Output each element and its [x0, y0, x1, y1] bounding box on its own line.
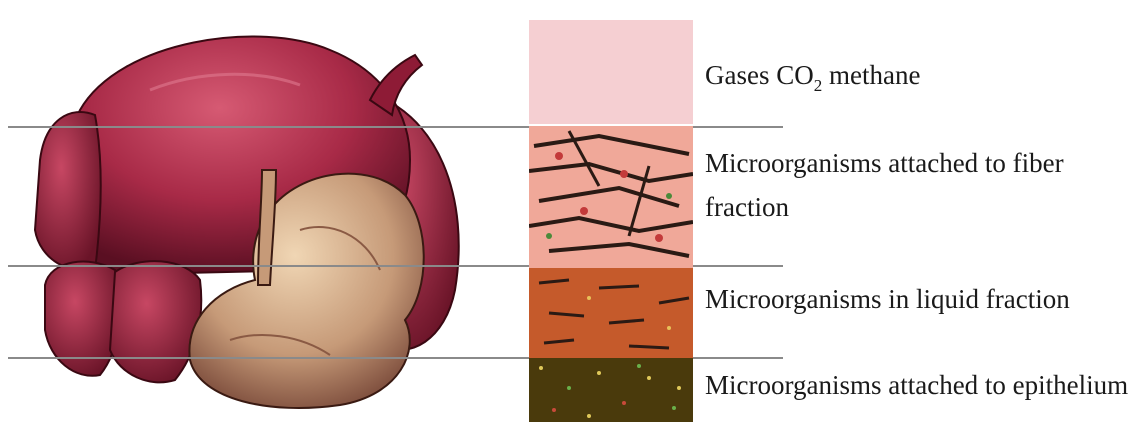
rumen-left-lobe	[35, 112, 101, 271]
layer-gas	[529, 20, 693, 124]
label-gases: Gases CO2 methane	[705, 58, 920, 96]
label-liquid: Microorganisms in liquid fraction	[705, 282, 1070, 316]
layer-fiber	[529, 126, 693, 268]
label-fiber-line1: Microorganisms attached to fiber	[705, 146, 1064, 180]
rumen-lower-lobe-mid	[110, 261, 201, 382]
layer-epithelium	[529, 358, 693, 422]
epithelium-microbes	[529, 358, 693, 422]
label-fiber-line2: fraction	[705, 190, 789, 224]
liquid-microbes	[529, 268, 693, 358]
layer-liquid	[529, 268, 693, 358]
ruminant-stomach-illustration	[0, 0, 480, 428]
rumen-layer-column	[529, 20, 693, 422]
label-epithelium: Microorganisms attached to epithelium	[705, 368, 1128, 402]
fiber-strands	[529, 126, 693, 268]
